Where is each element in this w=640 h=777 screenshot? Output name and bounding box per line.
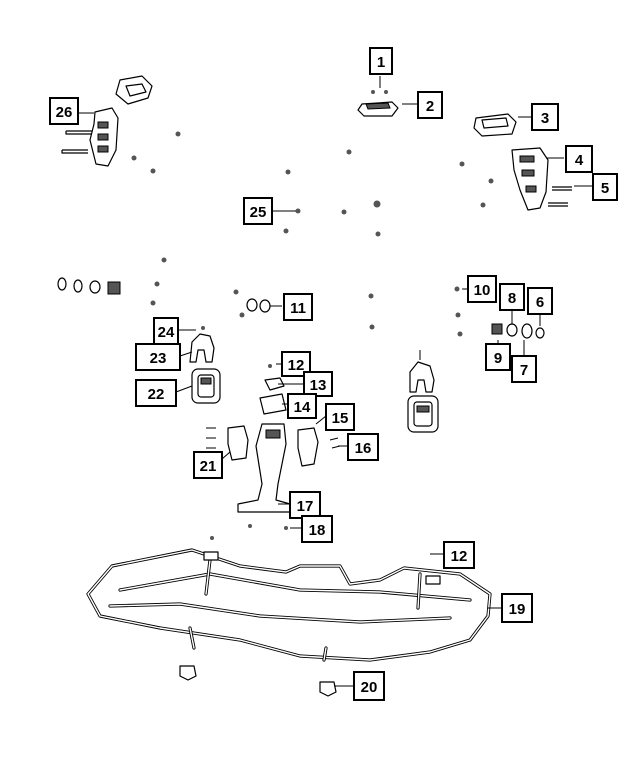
callout-7: 7 [511,355,537,383]
callout-15: 15 [325,403,355,431]
callout-label: 6 [536,294,544,311]
clip-right [409,350,435,393]
right-small-hardware [491,323,545,339]
callout-label: 24 [158,324,175,341]
callout-12-upper: 12 [281,351,311,377]
callout-label: 1 [377,54,385,71]
callout-label: 11 [290,300,306,317]
callout-13: 13 [303,371,333,397]
callout-label: 17 [297,498,314,515]
callout-16: 16 [347,433,379,461]
callout-9: 9 [485,343,511,371]
callout-label: 19 [509,601,526,618]
callout-5: 5 [592,173,618,201]
latch-housing-right [407,395,439,433]
part-19-seat-frame [86,548,492,662]
callout-label: 13 [310,377,327,394]
callout-26: 26 [49,97,79,125]
callout-label: 9 [494,350,502,367]
part-23-clip-left [189,326,215,363]
callout-24: 24 [153,317,179,345]
callout-label: 25 [250,204,267,221]
part-22-latch-housing-left [191,368,221,404]
callout-2: 2 [417,91,443,119]
part-15-buckle-right [297,427,341,467]
callout-1: 1 [369,47,393,75]
callout-label: 20 [361,679,378,696]
part-4-hinge-bracket-right [511,147,572,211]
part-26-hinge-bracket-left [61,75,153,167]
callout-21: 21 [193,451,223,479]
callout-label: 16 [355,440,372,457]
callout-23: 23 [135,343,181,371]
callout-label: 8 [508,290,516,307]
callout-label: 18 [309,522,326,539]
callout-4: 4 [565,145,593,173]
callout-18: 18 [301,515,333,543]
callout-label: 23 [150,350,167,367]
part-3-handle [473,113,517,137]
callout-8: 8 [499,283,525,311]
callout-label: 22 [148,386,165,403]
callout-label: 21 [200,458,217,475]
part-21-buckle-left [206,425,249,461]
callout-label: 12 [288,357,305,374]
part-17-center-bracket [210,423,291,540]
callout-label: 10 [474,282,491,299]
part-13-cap [264,377,285,391]
callout-6: 6 [527,287,553,315]
callout-19: 19 [501,593,533,623]
washer-stack-left [57,277,121,295]
callout-10: 10 [467,275,497,303]
callout-label: 26 [56,104,73,121]
callout-label: 4 [575,152,584,169]
callout-label: 12 [451,548,468,565]
callout-22: 22 [135,379,177,407]
callout-25: 25 [243,197,273,225]
callout-11: 11 [283,293,313,321]
callout-20: 20 [353,671,385,701]
leader-lines [76,76,592,687]
callout-label: 7 [520,362,528,379]
part-2-release-button [357,90,399,117]
part-14-block [259,364,287,415]
fastener-dots [131,131,494,337]
callout-label: 5 [601,180,609,197]
part-11-bushings [246,298,271,313]
callout-12-lower: 12 [443,541,475,569]
callout-17: 17 [289,491,321,519]
part-20-clips [179,665,337,697]
callout-label: 14 [294,399,311,416]
callout-label: 2 [426,98,434,115]
callout-label: 3 [541,110,549,127]
callout-label: 15 [332,410,349,427]
callout-14: 14 [287,393,317,419]
callout-3: 3 [531,103,559,131]
